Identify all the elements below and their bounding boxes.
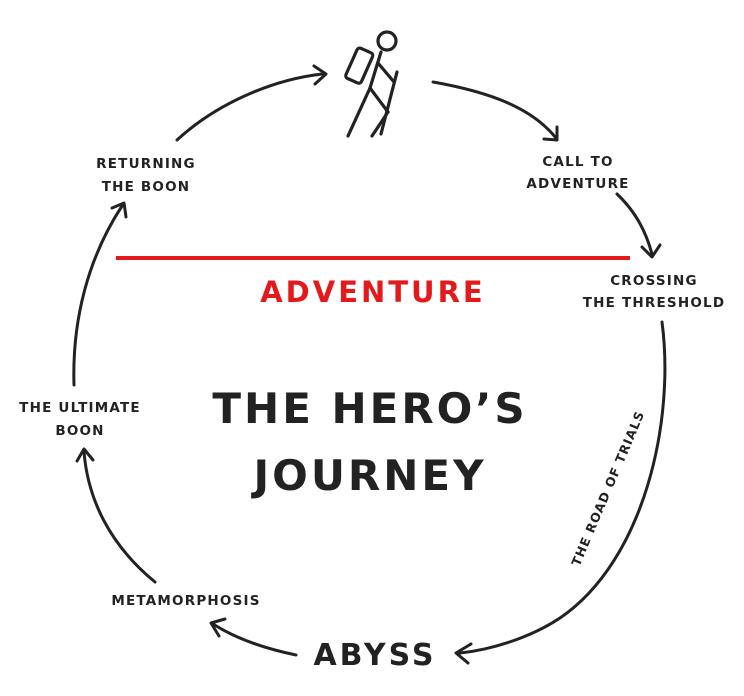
center-title-line2: JOURNEY	[250, 451, 486, 500]
stage-call-to-adventure: CALL TO ADVENTURE	[526, 154, 629, 192]
arc-top-right	[431, 80, 558, 140]
adventure-label: ADVENTURE	[260, 275, 486, 309]
stage-ultimate-boon: THE ULTIMATE BOON	[19, 400, 141, 439]
arrowhead-crossing	[640, 243, 662, 259]
arrowhead-top	[312, 64, 328, 86]
arrowhead-abyss	[454, 642, 473, 665]
stage-label-line: RETURNING	[96, 156, 196, 172]
stage-label-line: CROSSING	[610, 273, 698, 289]
center-title-line1: THE HERO’S	[212, 384, 527, 433]
stage-metamorphosis: METAMORPHOSIS	[111, 593, 260, 609]
stage-label-line: CALL TO	[542, 154, 613, 170]
arrowhead-call	[542, 125, 559, 142]
stage-label-line: ADVENTURE	[526, 176, 629, 192]
stage-label-line: THE ULTIMATE	[19, 400, 141, 416]
cycle-arrows	[72, 64, 667, 665]
stage-label-line: BOON	[55, 423, 104, 439]
arc-left-upper	[72, 204, 124, 387]
stage-crossing-threshold: CROSSING THE THRESHOLD	[583, 273, 725, 311]
road-of-trials-label: THE ROAD OF TRIALS	[568, 408, 647, 568]
stage-label-line: METAMORPHOSIS	[111, 593, 260, 609]
arc-left-lower	[82, 450, 157, 584]
abyss-label: ABYSS	[313, 638, 436, 673]
arc-right-upper	[615, 192, 654, 256]
arc-top-left	[175, 72, 324, 142]
hiker-icon	[344, 30, 399, 138]
stage-label-line: THE BOON	[102, 179, 191, 195]
arc-bottom-left	[211, 622, 298, 657]
stage-label-line: THE THRESHOLD	[583, 295, 725, 311]
arrowhead-returning	[110, 201, 128, 219]
stage-returning-boon: RETURNING THE BOON	[96, 156, 196, 195]
arrowhead-ultimate	[75, 447, 95, 463]
arrowhead-metamorphosis	[209, 617, 227, 638]
arc-right-lower	[458, 320, 667, 655]
